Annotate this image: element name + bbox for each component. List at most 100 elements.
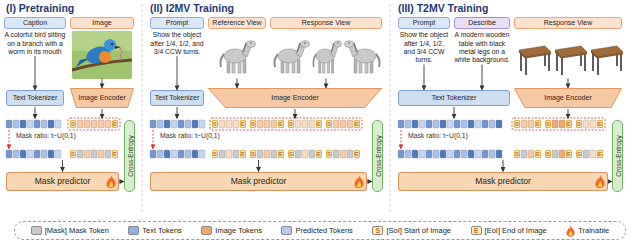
token — [489, 120, 495, 128]
token — [164, 120, 170, 128]
boundary-token: S — [70, 150, 76, 158]
text-card: PromptShow the object after 1/4, 1/2, an… — [150, 17, 204, 56]
card-heading: Response View — [270, 17, 382, 29]
boundary-token: S — [70, 120, 76, 128]
legend-swatch — [201, 226, 212, 235]
predictor-fill — [6, 172, 119, 191]
response-view-picture — [274, 41, 379, 73]
token — [48, 120, 54, 128]
token — [6, 150, 12, 158]
token — [77, 120, 83, 128]
table-pictures — [519, 46, 551, 75]
mask-ratio: Mask ratio: t~U(0,1) — [160, 132, 220, 139]
token — [347, 150, 353, 158]
token — [192, 120, 198, 128]
boundary-token: S — [545, 150, 551, 158]
legend-text: [EoI] End of Image — [485, 226, 547, 235]
token — [496, 120, 502, 128]
image-card: Response View — [514, 17, 622, 78]
picture-area — [270, 29, 382, 78]
boundary-token: E — [597, 120, 603, 128]
token — [440, 150, 446, 158]
token — [398, 150, 404, 158]
boundary-token: S — [288, 120, 294, 128]
mask-region — [68, 118, 120, 130]
boundary-token: E — [535, 120, 541, 128]
node-label: Mask predictor — [229, 177, 289, 187]
token — [271, 120, 277, 128]
legend-text: Predicted Tokens — [295, 226, 352, 235]
token — [405, 120, 411, 128]
token — [454, 120, 460, 128]
encoder-shape — [515, 89, 622, 108]
token — [185, 120, 191, 128]
token — [164, 150, 170, 158]
token — [55, 150, 61, 158]
token — [559, 120, 565, 128]
picture-area — [208, 29, 266, 78]
token — [433, 150, 439, 158]
token — [233, 120, 239, 128]
token — [412, 150, 418, 158]
reference-view-picture — [220, 41, 255, 73]
text-card: CaptionA colorful bird sitting on a bran… — [4, 17, 66, 56]
card-body: Show the object after 1/4, 1/2, and 3/4 … — [398, 31, 450, 64]
flow-arrow — [424, 65, 425, 90]
panel-separator — [390, 4, 391, 214]
encoder-arrow — [177, 107, 178, 119]
card-heading: Reference View — [208, 17, 266, 29]
flow-arrow — [482, 65, 483, 90]
token — [55, 120, 61, 128]
boundary-token: E — [278, 150, 284, 158]
encoder-arrow — [454, 107, 455, 119]
legend-box: [Mask] Mask TokenText TokensImage Tokens… — [14, 221, 626, 240]
token — [468, 150, 474, 158]
token — [199, 150, 205, 158]
flow-arrow — [102, 78, 103, 88]
mask-ratio: Mask ratio: t~U(0,1) — [16, 132, 76, 139]
token — [521, 120, 527, 128]
boundary-token: E — [597, 150, 603, 158]
token — [257, 150, 263, 158]
token — [347, 120, 353, 128]
encoder-shape — [209, 89, 382, 108]
boundary-token: E — [566, 150, 572, 158]
token — [20, 150, 26, 158]
boundary-token: S — [250, 150, 256, 158]
legend-item: Text Tokens — [128, 226, 181, 235]
token — [419, 150, 425, 158]
mask-ratio: Mask ratio: t~U(0,1) — [408, 132, 468, 139]
token — [157, 120, 163, 128]
token — [340, 120, 346, 128]
boundary-token: E — [354, 120, 360, 128]
tokenizer-box: Text Tokenizer — [398, 90, 510, 106]
token — [264, 150, 270, 158]
legend-text: [SoI] Start of Image — [386, 226, 451, 235]
boundary-token: E — [316, 120, 322, 128]
card-heading: Prompt — [398, 17, 450, 29]
token — [98, 120, 104, 128]
card-body: Show the object after 1/4, 1/2, and 3/4 … — [150, 31, 204, 56]
panel-separator — [142, 4, 143, 214]
token — [528, 150, 534, 158]
bird-photo — [99, 51, 111, 63]
boundary-token: S — [576, 120, 582, 128]
token — [398, 120, 404, 128]
predictor-box: Mask predictor — [6, 172, 119, 191]
token — [590, 150, 596, 158]
legend-item: E[EoI] End of Image — [471, 226, 547, 235]
token — [185, 150, 191, 158]
image-card: Reference View — [208, 17, 266, 78]
image-card: Response View — [270, 17, 382, 78]
legend-text: Text Tokens — [142, 226, 181, 235]
loss-bar: Cross-Entropy — [612, 120, 623, 192]
token — [226, 150, 232, 158]
token — [150, 150, 156, 158]
predictor-fill — [398, 172, 608, 191]
boundary-token: S — [514, 150, 520, 158]
boundary-token: S — [326, 150, 332, 158]
panel-separator — [142, 4, 390, 214]
token — [552, 120, 558, 128]
token — [91, 120, 97, 128]
